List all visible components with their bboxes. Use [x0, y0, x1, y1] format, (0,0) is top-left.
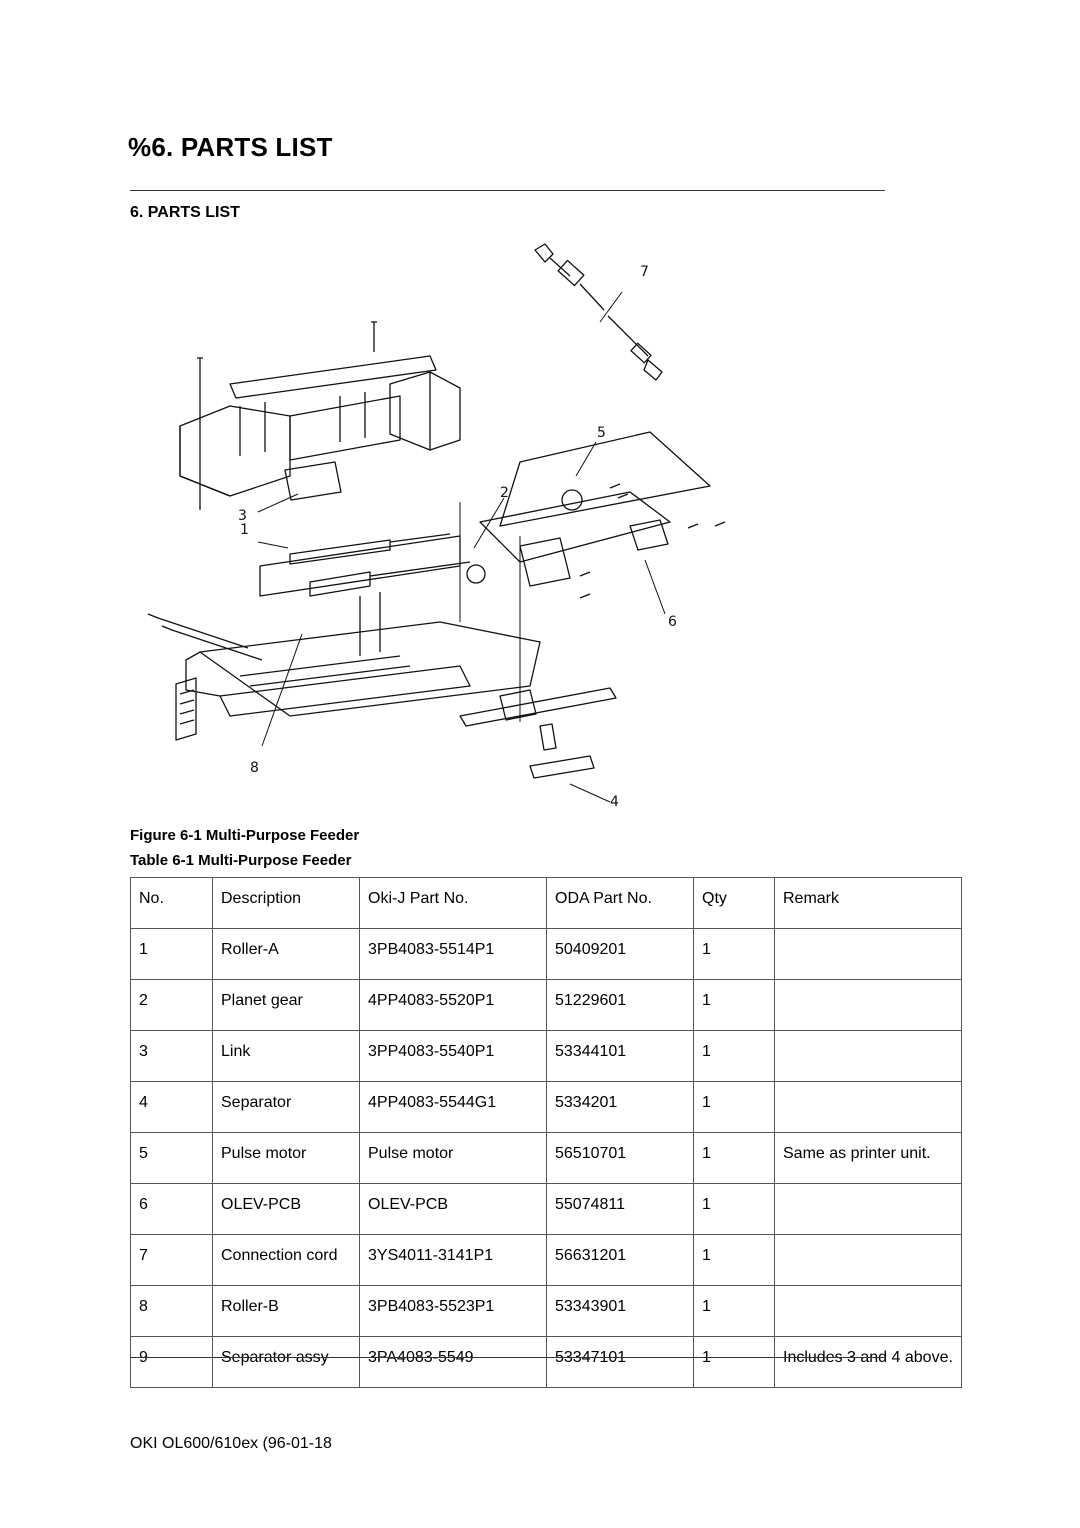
table-cell: 1 — [693, 1234, 775, 1286]
table-cell: 9 — [130, 1336, 213, 1388]
callout-4: 4 — [610, 794, 619, 810]
table-header-cell: ODA Part No. — [546, 877, 694, 929]
table-cell: 1 — [693, 1132, 775, 1184]
screw-parts — [147, 321, 726, 661]
table-header-cell: Oki-J Part No. — [359, 877, 547, 929]
table-cell: 55074811 — [546, 1183, 694, 1235]
table-cell: Pulse motor — [212, 1132, 360, 1184]
table-cell: 4PP4083-5520P1 — [359, 979, 547, 1031]
table-cell: Connection cord — [212, 1234, 360, 1286]
section-heading: 6. PARTS LIST — [130, 204, 240, 221]
table-cell: 3PB4083-5514P1 — [359, 928, 547, 980]
table-cell: 3PB4083-5523P1 — [359, 1285, 547, 1337]
table-cell: Pulse motor — [359, 1132, 547, 1184]
bracket-plate-part — [466, 431, 711, 587]
main-tray-part — [175, 592, 541, 741]
table-cell: 1 — [693, 1030, 775, 1082]
footer: OKI OL600/610ex (96-01-18 — [130, 1435, 332, 1452]
table-cell: 56631201 — [546, 1234, 694, 1286]
figure-caption: Figure 6-1 Multi-Purpose Feeder — [130, 827, 360, 844]
callout-1: 1 — [240, 522, 249, 538]
table-cell: 53343901 — [546, 1285, 694, 1337]
header-rule — [130, 190, 885, 191]
table-cell: 50409201 — [546, 928, 694, 980]
table-caption: Table 6-1 Multi-Purpose Feeder — [130, 852, 352, 869]
table-cell: 2 — [130, 979, 213, 1031]
callout-5: 5 — [597, 425, 606, 441]
table-cell: 1 — [693, 1081, 775, 1133]
roller-parts — [259, 533, 471, 597]
callout-8: 8 — [250, 760, 259, 776]
table-cell — [774, 928, 962, 980]
table-cell: 8 — [130, 1285, 213, 1337]
multi-purpose-feeder-diagram: 1 2 3 4 5 6 7 8 — [147, 243, 726, 810]
callout-7: 7 — [640, 264, 649, 280]
table-cell: 5 — [130, 1132, 213, 1184]
table-cell: 3 — [130, 1030, 213, 1082]
table-cell — [774, 1234, 962, 1286]
table-cell: Roller-B — [212, 1285, 360, 1337]
table-cell: 53347101 — [546, 1336, 694, 1388]
callout-labels: 1 2 3 4 5 6 7 8 — [238, 264, 677, 810]
table-cell: Planet gear — [212, 979, 360, 1031]
table-cell: 4PP4083-5544G1 — [359, 1081, 547, 1133]
table-cell — [774, 1183, 962, 1235]
table-cell: 1 — [693, 1285, 775, 1337]
table-cell: Link — [212, 1030, 360, 1082]
callout-3: 3 — [238, 508, 247, 524]
table-cell: 4 — [130, 1081, 213, 1133]
table-cell: 56510701 — [546, 1132, 694, 1184]
table-header-cell: Remark — [774, 877, 962, 929]
table-cell: Separator assy — [212, 1336, 360, 1388]
separator-part — [459, 687, 617, 779]
connection-cord-part — [534, 243, 663, 381]
footer-rule — [130, 1357, 885, 1358]
table-header-cell: Description — [212, 877, 360, 929]
table-cell — [774, 1285, 962, 1337]
table-cell: 1 — [693, 1183, 775, 1235]
table-cell: 51229601 — [546, 979, 694, 1031]
callout-2: 2 — [500, 485, 509, 501]
link-part — [284, 461, 342, 501]
table-cell: 1 — [693, 928, 775, 980]
table-cell — [774, 1030, 962, 1082]
table-cell: Includes 3 and 4 above. — [774, 1336, 962, 1388]
callout-leaders — [257, 291, 666, 803]
table-header-cell: Qty — [693, 877, 775, 929]
table-cell: 53344101 — [546, 1030, 694, 1082]
table-cell: Same as printer unit. — [774, 1132, 962, 1184]
table-cell: Roller-A — [212, 928, 360, 980]
table-header-cell: No. — [130, 877, 213, 929]
table-cell — [774, 1081, 962, 1133]
table-cell: 5334201 — [546, 1081, 694, 1133]
callout-6: 6 — [668, 614, 677, 630]
table-cell: OLEV-PCB — [212, 1183, 360, 1235]
table-cell: Separator — [212, 1081, 360, 1133]
table-cell: 3PA4083-5549 — [359, 1336, 547, 1388]
table-cell: 7 — [130, 1234, 213, 1286]
table-cell: 3PP4083-5540P1 — [359, 1030, 547, 1082]
table-cell: OLEV-PCB — [359, 1183, 547, 1235]
table-cell: 1 — [130, 928, 213, 980]
table-cell: 1 — [693, 1336, 775, 1388]
table-cell: 6 — [130, 1183, 213, 1235]
table-cell: 3YS4011-3141P1 — [359, 1234, 547, 1286]
table-cell: 1 — [693, 979, 775, 1031]
upper-cover-part — [179, 355, 461, 497]
table-cell — [774, 979, 962, 1031]
page-title: %6. PARTS LIST — [128, 132, 333, 162]
